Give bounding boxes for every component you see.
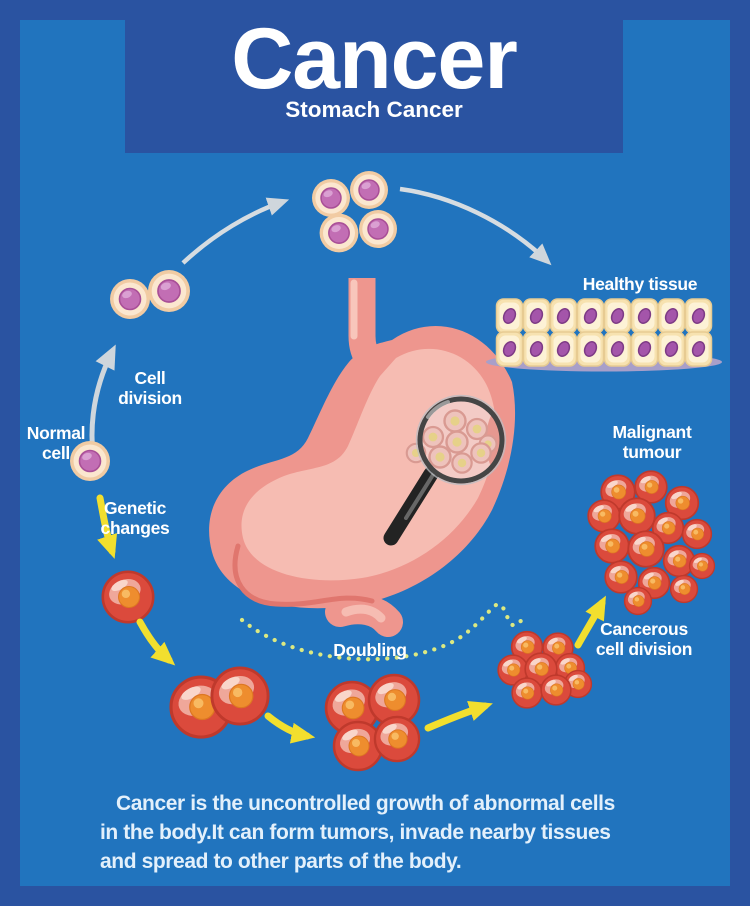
description-line-2: in the body.It can form tumors, invade n… [100, 821, 611, 844]
duodenum-fold [232, 543, 375, 607]
label-genetic-changes: Genetic changes [100, 498, 170, 539]
cancer-pair-illustration [169, 666, 270, 739]
label-normal-cell: Normal cell [26, 423, 86, 464]
label-doubling: Doubling [333, 640, 407, 660]
arrow-pair-to-quad [264, 712, 316, 744]
cycle-arrow-pair-to-cluster [181, 197, 290, 265]
description-line-3: and spread to other parts of the body. [100, 850, 462, 873]
label-malignant-tumour: Malignant tumour [612, 422, 692, 463]
mutated-cell-illustration [101, 570, 155, 624]
label-cell-division: Cell division [118, 368, 182, 409]
arrow-mutated-to-pair [136, 618, 176, 666]
genetic-changes-arrow [96, 494, 118, 559]
healthy-tissue-illustration [486, 298, 722, 372]
cycle-arrow-cluster-to-tissue [399, 186, 552, 266]
description-line-1: Cancer is the uncontrolled growth of abn… [116, 792, 615, 815]
arrow-cluster-to-tumour [574, 595, 606, 649]
arrow-quad-to-cluster [424, 700, 493, 732]
label-cancerous-cell-division: Cancerous cell division [595, 619, 693, 660]
magnifier-rim [417, 396, 505, 484]
cell-division-pair-illustration [109, 269, 191, 320]
page-subtitle: Stomach Cancer [285, 97, 463, 122]
description-text: Cancer is the uncontrolled growth of abn… [100, 789, 680, 876]
malignant-tumour-illustration [587, 470, 716, 616]
cancer-quad-illustration [324, 673, 421, 772]
magnifier-icon [383, 394, 507, 546]
four-cell-cluster-illustration [311, 170, 398, 254]
page-title: Cancer [231, 11, 518, 107]
magnifier-handle [383, 466, 439, 546]
header-band [125, 0, 623, 153]
label-healthy-tissue: Healthy tissue [582, 274, 698, 294]
